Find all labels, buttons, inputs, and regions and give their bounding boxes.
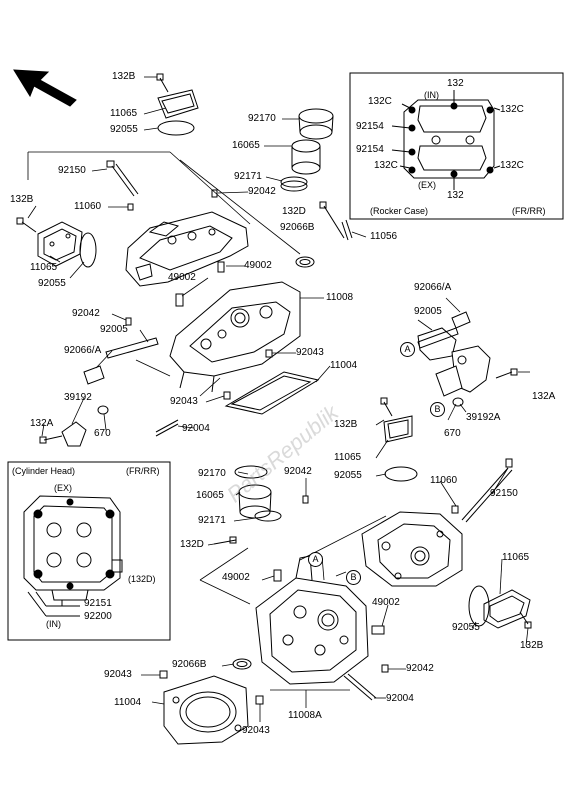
label-92055-left: 92055 — [38, 278, 66, 289]
rocker-label-92154-b: 92154 — [356, 144, 384, 155]
marker-b-upper: B — [430, 402, 445, 417]
rocker-label-132c-br: 132C — [500, 160, 524, 171]
label-132d-low: 132D — [180, 539, 204, 550]
marker-b-lower: B — [346, 570, 361, 585]
label-11008: 11008 — [326, 292, 354, 303]
label-92005-left: 92005 — [100, 324, 128, 335]
label-132b-right: 132B — [334, 419, 358, 430]
rocker-inset-variant: (FR/RR) — [512, 206, 546, 216]
label-670-left: 670 — [94, 428, 111, 439]
label-132a-left: 132A — [30, 418, 54, 429]
rocker-inset-title: (Rocker Case) — [370, 206, 429, 216]
front-arrow-icon — [13, 69, 77, 107]
head-ex-label: (EX) — [54, 483, 72, 493]
head-in-label: (IN) — [46, 619, 61, 629]
label-92043-mid: 92043 — [296, 347, 324, 358]
label-11004-low: 11004 — [114, 697, 142, 708]
label-39192a: 39192A — [466, 412, 501, 423]
head-label-132d: (132D) — [128, 574, 156, 584]
label-92066a-right: 92066/A — [414, 282, 452, 293]
label-11065-left: 11065 — [30, 262, 58, 273]
label-92042-mid: 92042 — [72, 308, 100, 319]
label-49002-right: 49002 — [372, 597, 400, 608]
label-92043-low: 92043 — [170, 396, 198, 407]
label-92004-mid: 92004 — [182, 423, 210, 434]
marker-a-upper: A — [400, 342, 415, 357]
label-92005-right: 92005 — [414, 306, 442, 317]
rocker-in-label: (IN) — [424, 90, 439, 100]
label-92066b-top: 92066B — [280, 222, 315, 233]
rocker-label-132-bot: 132 — [447, 190, 464, 201]
label-11060-top: 11060 — [74, 201, 102, 212]
label-92055-right: 92055 — [334, 470, 362, 481]
label-49002-b: 49002 — [168, 272, 196, 283]
label-11065-rlow: 11065 — [502, 552, 530, 563]
label-132d-top: 132D — [282, 206, 306, 217]
label-92170-low: 92170 — [198, 468, 226, 479]
label-11065-right: 11065 — [334, 452, 362, 463]
rocker-label-132c-tr: 132C — [500, 104, 524, 115]
label-92171-top: 92171 — [234, 171, 262, 182]
label-16065-top: 16065 — [232, 140, 260, 151]
label-92150-top: 92150 — [58, 165, 86, 176]
rocker-label-132c-bl: 132C — [374, 160, 398, 171]
label-11008a: 11008A — [288, 710, 322, 721]
label-92055-rlow: 92055 — [452, 622, 480, 633]
head-label-92200: 92200 — [84, 611, 112, 622]
label-39192: 39192 — [64, 392, 92, 403]
label-92043-bot: 92043 — [242, 725, 270, 736]
head-label-92151: 92151 — [84, 598, 112, 609]
label-132a-right: 132A — [532, 391, 556, 402]
label-670-right: 670 — [444, 428, 461, 439]
label-92066a-left: 92066/A — [64, 345, 102, 356]
rocker-label-132c-tl: 132C — [368, 96, 392, 107]
rocker-label-132-top: 132 — [447, 78, 464, 89]
label-92043-bl: 92043 — [104, 669, 132, 680]
rocker-ex-label: (EX) — [418, 180, 436, 190]
label-92171-low: 92171 — [198, 515, 226, 526]
label-49002-a: 49002 — [244, 260, 272, 271]
label-92170-top: 92170 — [248, 113, 276, 124]
label-11004-mid: 11004 — [330, 360, 358, 371]
label-92066b-low: 92066B — [172, 659, 207, 670]
label-11056: 11056 — [370, 231, 398, 242]
label-132b-left: 132B — [10, 194, 34, 205]
label-92042-top: 92042 — [248, 186, 276, 197]
marker-a-lower: A — [308, 552, 323, 567]
label-92055-top: 92055 — [110, 124, 138, 135]
label-92042-low: 92042 — [284, 466, 312, 477]
label-92042-br: 92042 — [406, 663, 434, 674]
label-92150-right: 92150 — [490, 488, 518, 499]
label-49002-low: 49002 — [222, 572, 250, 583]
label-16065-low: 16065 — [196, 490, 224, 501]
head-inset-variant: (FR/RR) — [126, 466, 160, 476]
label-92004-low: 92004 — [386, 693, 414, 704]
rocker-label-92154-a: 92154 — [356, 121, 384, 132]
label-132b-rlow: 132B — [520, 640, 544, 651]
label-11060-right: 11060 — [430, 475, 458, 486]
head-inset-title: (Cylinder Head) — [12, 466, 76, 476]
label-11065-top: 11065 — [110, 108, 138, 119]
label-132b-top: 132B — [112, 71, 136, 82]
